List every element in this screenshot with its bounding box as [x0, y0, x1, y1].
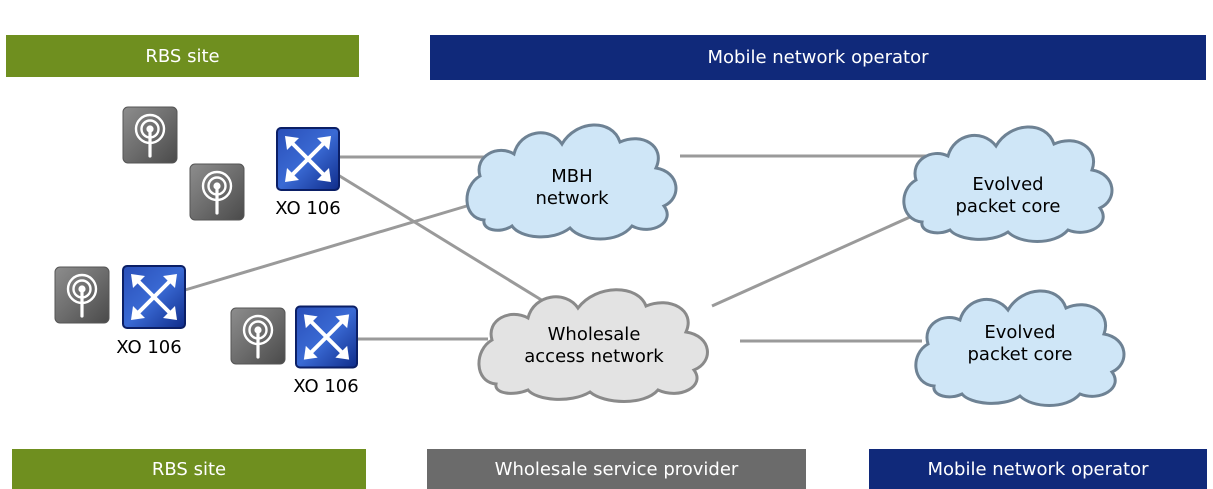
epc-top-cloud-line2: packet core	[956, 196, 1061, 217]
bottom-wholesale-provider-bar: Wholesale service provider	[427, 449, 806, 489]
radio-antenna-icon	[122, 106, 178, 164]
xo-a-label: XO 106	[275, 198, 340, 219]
epc-bottom-cloud-line2: packet core	[968, 344, 1073, 365]
mbh-cloud-line2: network	[535, 188, 609, 209]
wholesale-cloud-line1: Wholesale	[548, 324, 641, 345]
bottom-wholesale-provider-label: Wholesale service provider	[494, 458, 739, 480]
cloud-epc-top: Evolved packet core	[902, 125, 1114, 243]
bottom-rbs-site-label: RBS site	[151, 458, 227, 480]
bottom-mobile-operator-bar: Mobile network operator	[869, 449, 1207, 489]
cloud-epc-bottom: Evolved packet core	[914, 289, 1126, 407]
radio-antenna-icon	[54, 265, 110, 325]
link-wholesale-to-epc-top	[711, 215, 911, 308]
top-mobile-operator-label: Mobile network operator	[707, 47, 929, 68]
cross-connect-switch-icon	[276, 127, 340, 191]
bottom-mobile-operator-label: Mobile network operator	[927, 458, 1149, 480]
top-rbs-site-label: RBS site	[145, 45, 220, 67]
link-xo-a-to-wholesale	[337, 173, 549, 306]
radio-antenna-icon	[189, 163, 245, 221]
wholesale-cloud-line2: access network	[524, 346, 664, 367]
mbh-cloud-line1: MBH	[551, 166, 592, 187]
xo-c-label: XO 106	[293, 376, 358, 397]
top-rbs-site-bar: RBS site	[6, 35, 359, 77]
cross-connect-switch-icon	[122, 265, 186, 329]
network-links	[184, 154, 950, 343]
cloud-wholesale-access: Wholesale access network	[477, 288, 709, 403]
epc-top-cloud-line1: Evolved	[972, 174, 1043, 195]
cloud-mbh-network: MBH network	[465, 123, 678, 241]
cross-connect-switch-icon	[295, 305, 358, 369]
link-xo-b-to-mbh	[184, 203, 471, 292]
xo-b-label: XO 106	[116, 337, 181, 358]
radio-antenna-icon	[230, 306, 286, 366]
bottom-rbs-site-bar: RBS site	[12, 449, 366, 489]
top-mobile-operator-bar: Mobile network operator	[430, 35, 1206, 80]
epc-bottom-cloud-line1: Evolved	[984, 322, 1055, 343]
